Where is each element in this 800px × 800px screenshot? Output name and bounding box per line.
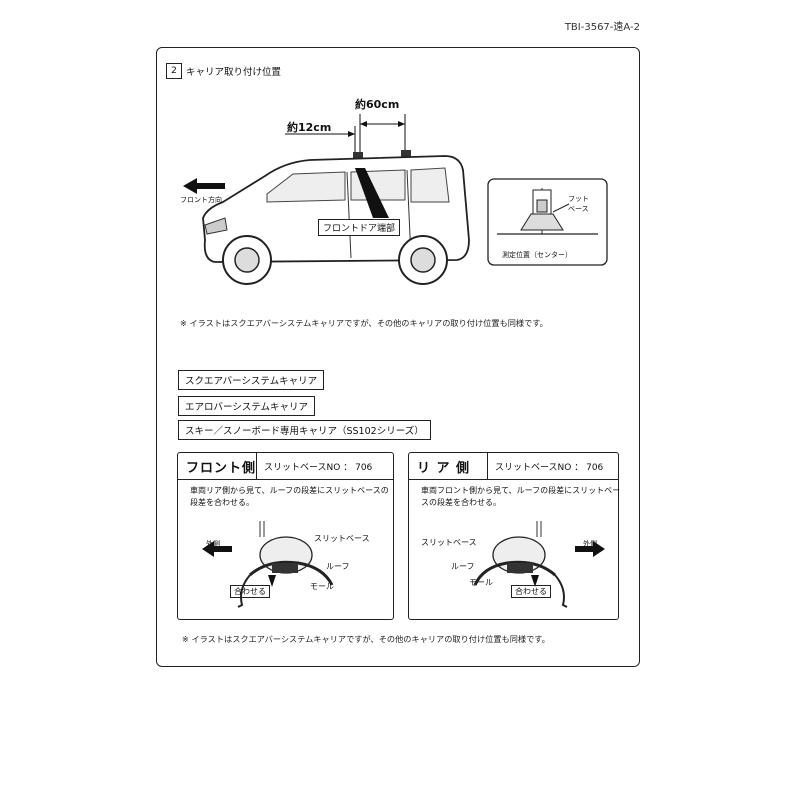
- illustration-note: ※ イラストはスクエアバーシステムキャリアですが、その他のキャリアの取り付け位置…: [180, 318, 548, 328]
- rear-side-title: リ ア 側: [417, 461, 471, 476]
- rear-mold-label: モール: [469, 578, 493, 587]
- rear-roof-label: ルーフ: [451, 562, 475, 571]
- front-side-panel: フロント側 スリットベースNO ： 706 車両リア側から見て、ルーフの段差にス…: [177, 452, 394, 620]
- front-direction-label: フロント方向: [180, 196, 222, 204]
- bottom-illustration-note: ※ イラストはスクエアバーシステムキャリアですが、その他のキャリアの取り付け位置…: [182, 634, 550, 644]
- rear-slit-base-label: スリットベース: [421, 538, 477, 547]
- rear-slit-base-number: スリットベースNO ： 706: [495, 463, 604, 473]
- rear-panel-header: リ ア 側 スリットベースNO ： 706: [409, 453, 618, 480]
- front-instruction: 車両リア側から見て、ルーフの段差にスリットベースの段差を合わせる。: [190, 486, 389, 507]
- front-door-end-label: フロントドア端部: [318, 219, 401, 236]
- carrier-type-square-bar: スクエアバーシステムキャリア: [178, 370, 325, 390]
- rear-instruction: 車両フロント側から見て、ルーフの段差にスリットベースの段差を合わせる。: [421, 486, 621, 507]
- car-illustration: [183, 114, 470, 285]
- front-side-title: フロント側: [186, 461, 257, 476]
- foot-detail-illustration: [487, 178, 608, 266]
- front-slit-base-number: スリットベースNO ： 706: [264, 463, 373, 473]
- rear-align-label: 合わせる: [511, 585, 551, 598]
- rear-outside-label: 外側: [583, 540, 597, 548]
- measure-position-label: 測定位置（センター）: [502, 251, 572, 259]
- header-divider: [487, 453, 488, 479]
- dimension-12cm: 約12cm: [287, 121, 332, 134]
- carrier-type-aero-bar: エアロバーシステムキャリア: [178, 396, 316, 416]
- document-id: TBI-3567-遠A-2: [564, 22, 640, 33]
- front-align-label: 合わせる: [230, 585, 270, 598]
- front-mold-label: モール: [310, 582, 334, 591]
- carrier-type-ski-snowboard: スキー／スノーボード専用キャリア（SS102シリーズ）: [178, 420, 431, 440]
- foot-base-label: フット ベース: [568, 195, 589, 213]
- header-divider: [256, 453, 257, 479]
- front-slit-base-label: スリットベース: [314, 534, 370, 543]
- rear-slit-base-illustration: [473, 521, 605, 608]
- front-outside-label: 外側: [206, 540, 220, 548]
- section-title: キャリア取り付け位置: [186, 67, 282, 78]
- rear-side-panel: リ ア 側 スリットベースNO ： 706 車両フロント側から見て、ルーフの段差…: [408, 452, 621, 620]
- front-slit-base-illustration: [202, 521, 334, 608]
- instruction-frame: [156, 47, 640, 667]
- section-number: 2: [166, 63, 182, 79]
- front-roof-label: ルーフ: [326, 562, 350, 571]
- dimension-60cm: 約60cm: [355, 98, 400, 111]
- front-panel-header: フロント側 スリットベースNO ： 706: [178, 453, 393, 480]
